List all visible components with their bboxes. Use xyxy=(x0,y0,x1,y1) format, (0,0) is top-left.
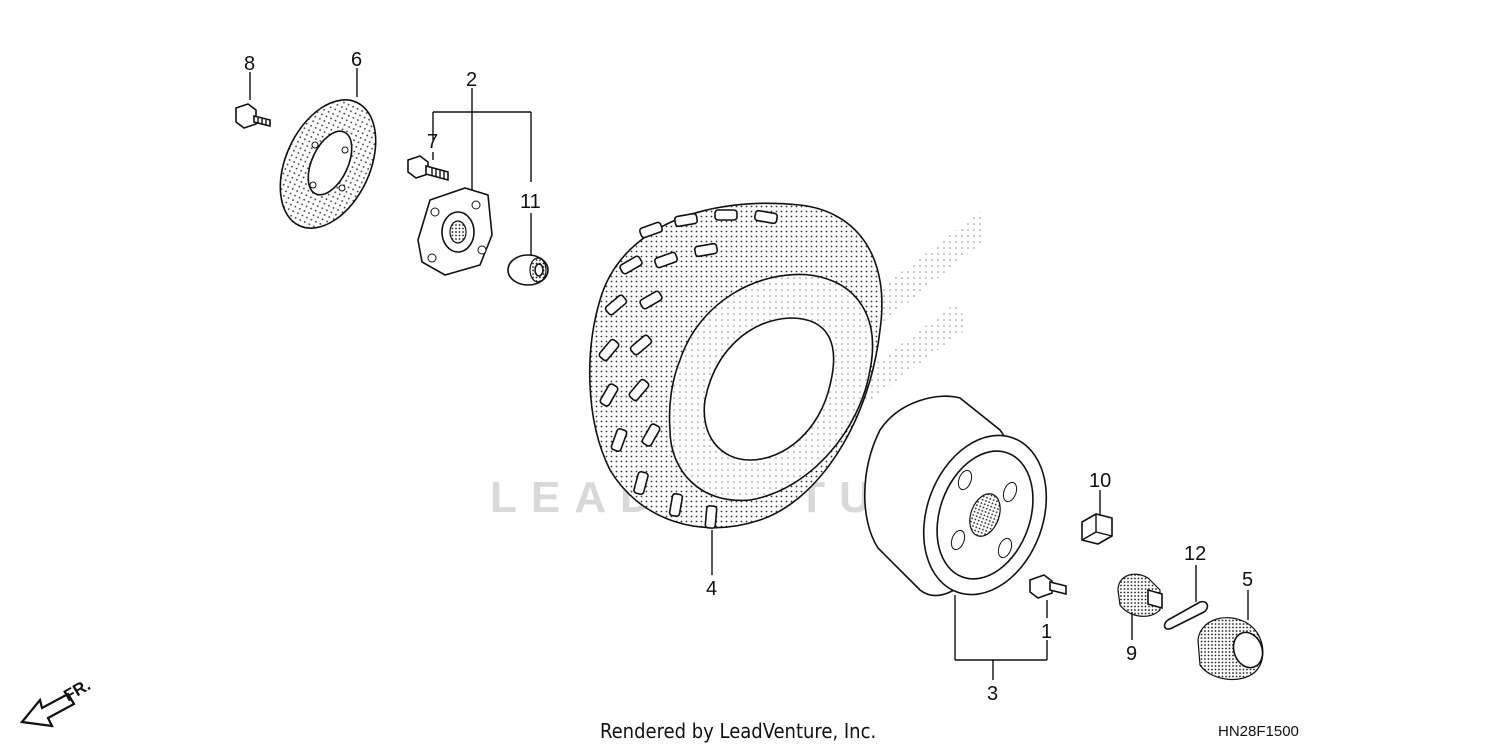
diagram-code: HN28F1500 xyxy=(1218,723,1299,740)
brake-disc-part[interactable] xyxy=(261,85,395,244)
tire-part[interactable] xyxy=(588,202,883,529)
front-direction-indicator: FR. xyxy=(19,675,94,728)
castle-nut-part[interactable] xyxy=(1117,573,1163,617)
callout-7[interactable]: 7 xyxy=(427,131,438,153)
valve-part[interactable] xyxy=(1029,574,1067,599)
callout-9[interactable]: 9 xyxy=(1126,643,1137,665)
rendered-by-footer: Rendered by LeadVenture, Inc. xyxy=(600,719,876,743)
cotter-pin-part[interactable] xyxy=(1163,600,1209,630)
leader-lines xyxy=(249,68,1249,680)
callout-6[interactable]: 6 xyxy=(351,49,362,71)
callout-1[interactable]: 1 xyxy=(1041,621,1052,643)
nut-part[interactable] xyxy=(1081,513,1113,545)
cap-part[interactable] xyxy=(1197,617,1267,680)
callout-3[interactable]: 3 xyxy=(987,683,998,705)
callout-11[interactable]: 11 xyxy=(520,191,541,213)
tire-tread xyxy=(598,209,779,529)
front-arrow-icon xyxy=(19,692,76,728)
hub-part[interactable] xyxy=(417,187,493,276)
hub-bolt-part[interactable] xyxy=(407,155,449,182)
callout-5[interactable]: 5 xyxy=(1242,569,1253,591)
callout-12[interactable]: 12 xyxy=(1184,543,1206,565)
bearing-part[interactable] xyxy=(507,254,549,286)
callouts: 1 2 3 4 5 6 7 8 9 10 11 12 xyxy=(244,49,1253,705)
bolt-part[interactable] xyxy=(235,103,271,129)
callout-10[interactable]: 10 xyxy=(1089,470,1111,492)
callout-2[interactable]: 2 xyxy=(466,69,477,91)
callout-8[interactable]: 8 xyxy=(244,53,255,75)
wheel-rim-part[interactable] xyxy=(863,395,1068,612)
callout-4[interactable]: 4 xyxy=(706,578,717,600)
